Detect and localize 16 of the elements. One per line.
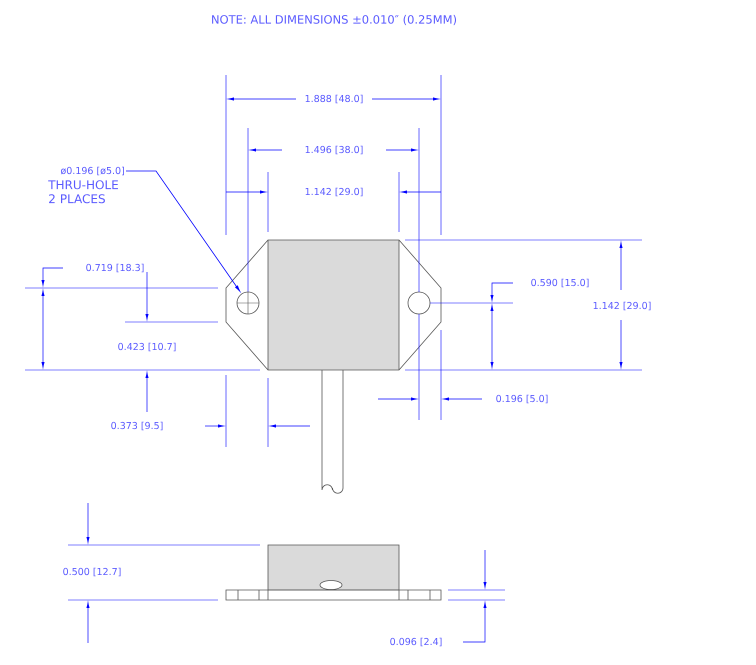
dimension-label: 0.196 [5.0] — [494, 394, 550, 404]
dimension-label: 0.590 [15.0] — [530, 278, 590, 288]
dimension-label: 1.142 [29.0] — [304, 186, 364, 198]
callout-label: ø0.196 [ø5.0] — [60, 166, 124, 176]
note: NOTE: ALL DIMENSIONS ±0.010″ (0.25MM) — [210, 14, 458, 26]
dimension-label: 1.142 [29.0] — [592, 300, 652, 312]
dimension-label: 0.373 [9.5] — [110, 420, 164, 432]
dimension-label: 0.719 [18.3] — [84, 262, 146, 274]
leader-line — [126, 170, 240, 292]
dimension-label: 1.496 [38.0] — [304, 144, 364, 156]
dimension-label: 0.096 [2.4] — [388, 636, 444, 648]
dimension-label: 0.423 [10.7] — [116, 342, 178, 352]
mounting-hole — [236, 292, 260, 314]
callout-note: THRU-HOLE 2 PLACES — [48, 180, 118, 204]
dimension-label: 1.888 [48.0] — [304, 94, 364, 104]
dimension-label: 0.500 [12.7] — [62, 566, 122, 578]
